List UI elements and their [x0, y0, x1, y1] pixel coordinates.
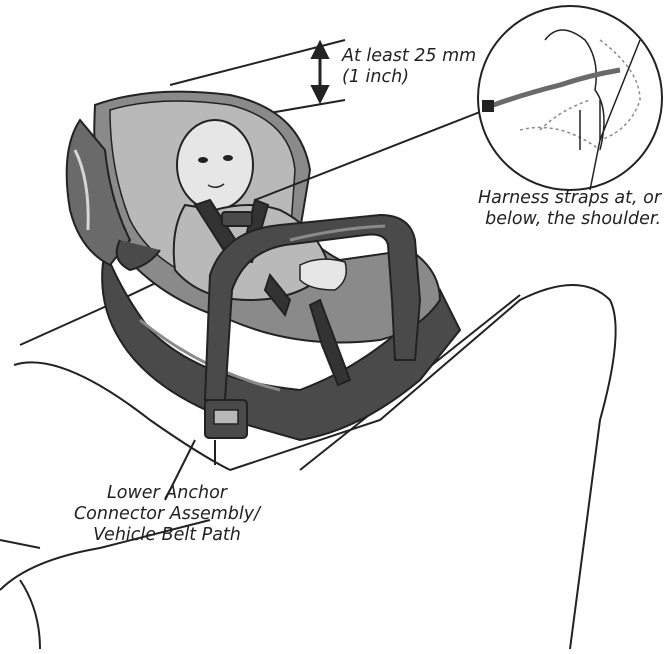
anchor-callout-line3: Vehicle Belt Path	[62, 525, 272, 546]
harness-callout: Harness straps at, or below, the shoulde…	[478, 188, 661, 230]
anchor-callout: Lower Anchor Connector Assembly/ Vehicle…	[62, 483, 272, 546]
harness-callout-line2: below, the shoulder.	[478, 209, 661, 230]
clearance-callout: At least 25 mm (1 inch)	[342, 46, 476, 88]
anchor-callout-line2: Connector Assembly/	[62, 504, 272, 525]
clearance-callout-line1: At least 25 mm	[342, 46, 476, 67]
anchor-callout-line1: Lower Anchor	[62, 483, 272, 504]
shoulder-inset	[478, 6, 662, 190]
harness-callout-line1: Harness straps at, or	[478, 188, 661, 209]
clearance-callout-line2: (1 inch)	[342, 67, 476, 88]
